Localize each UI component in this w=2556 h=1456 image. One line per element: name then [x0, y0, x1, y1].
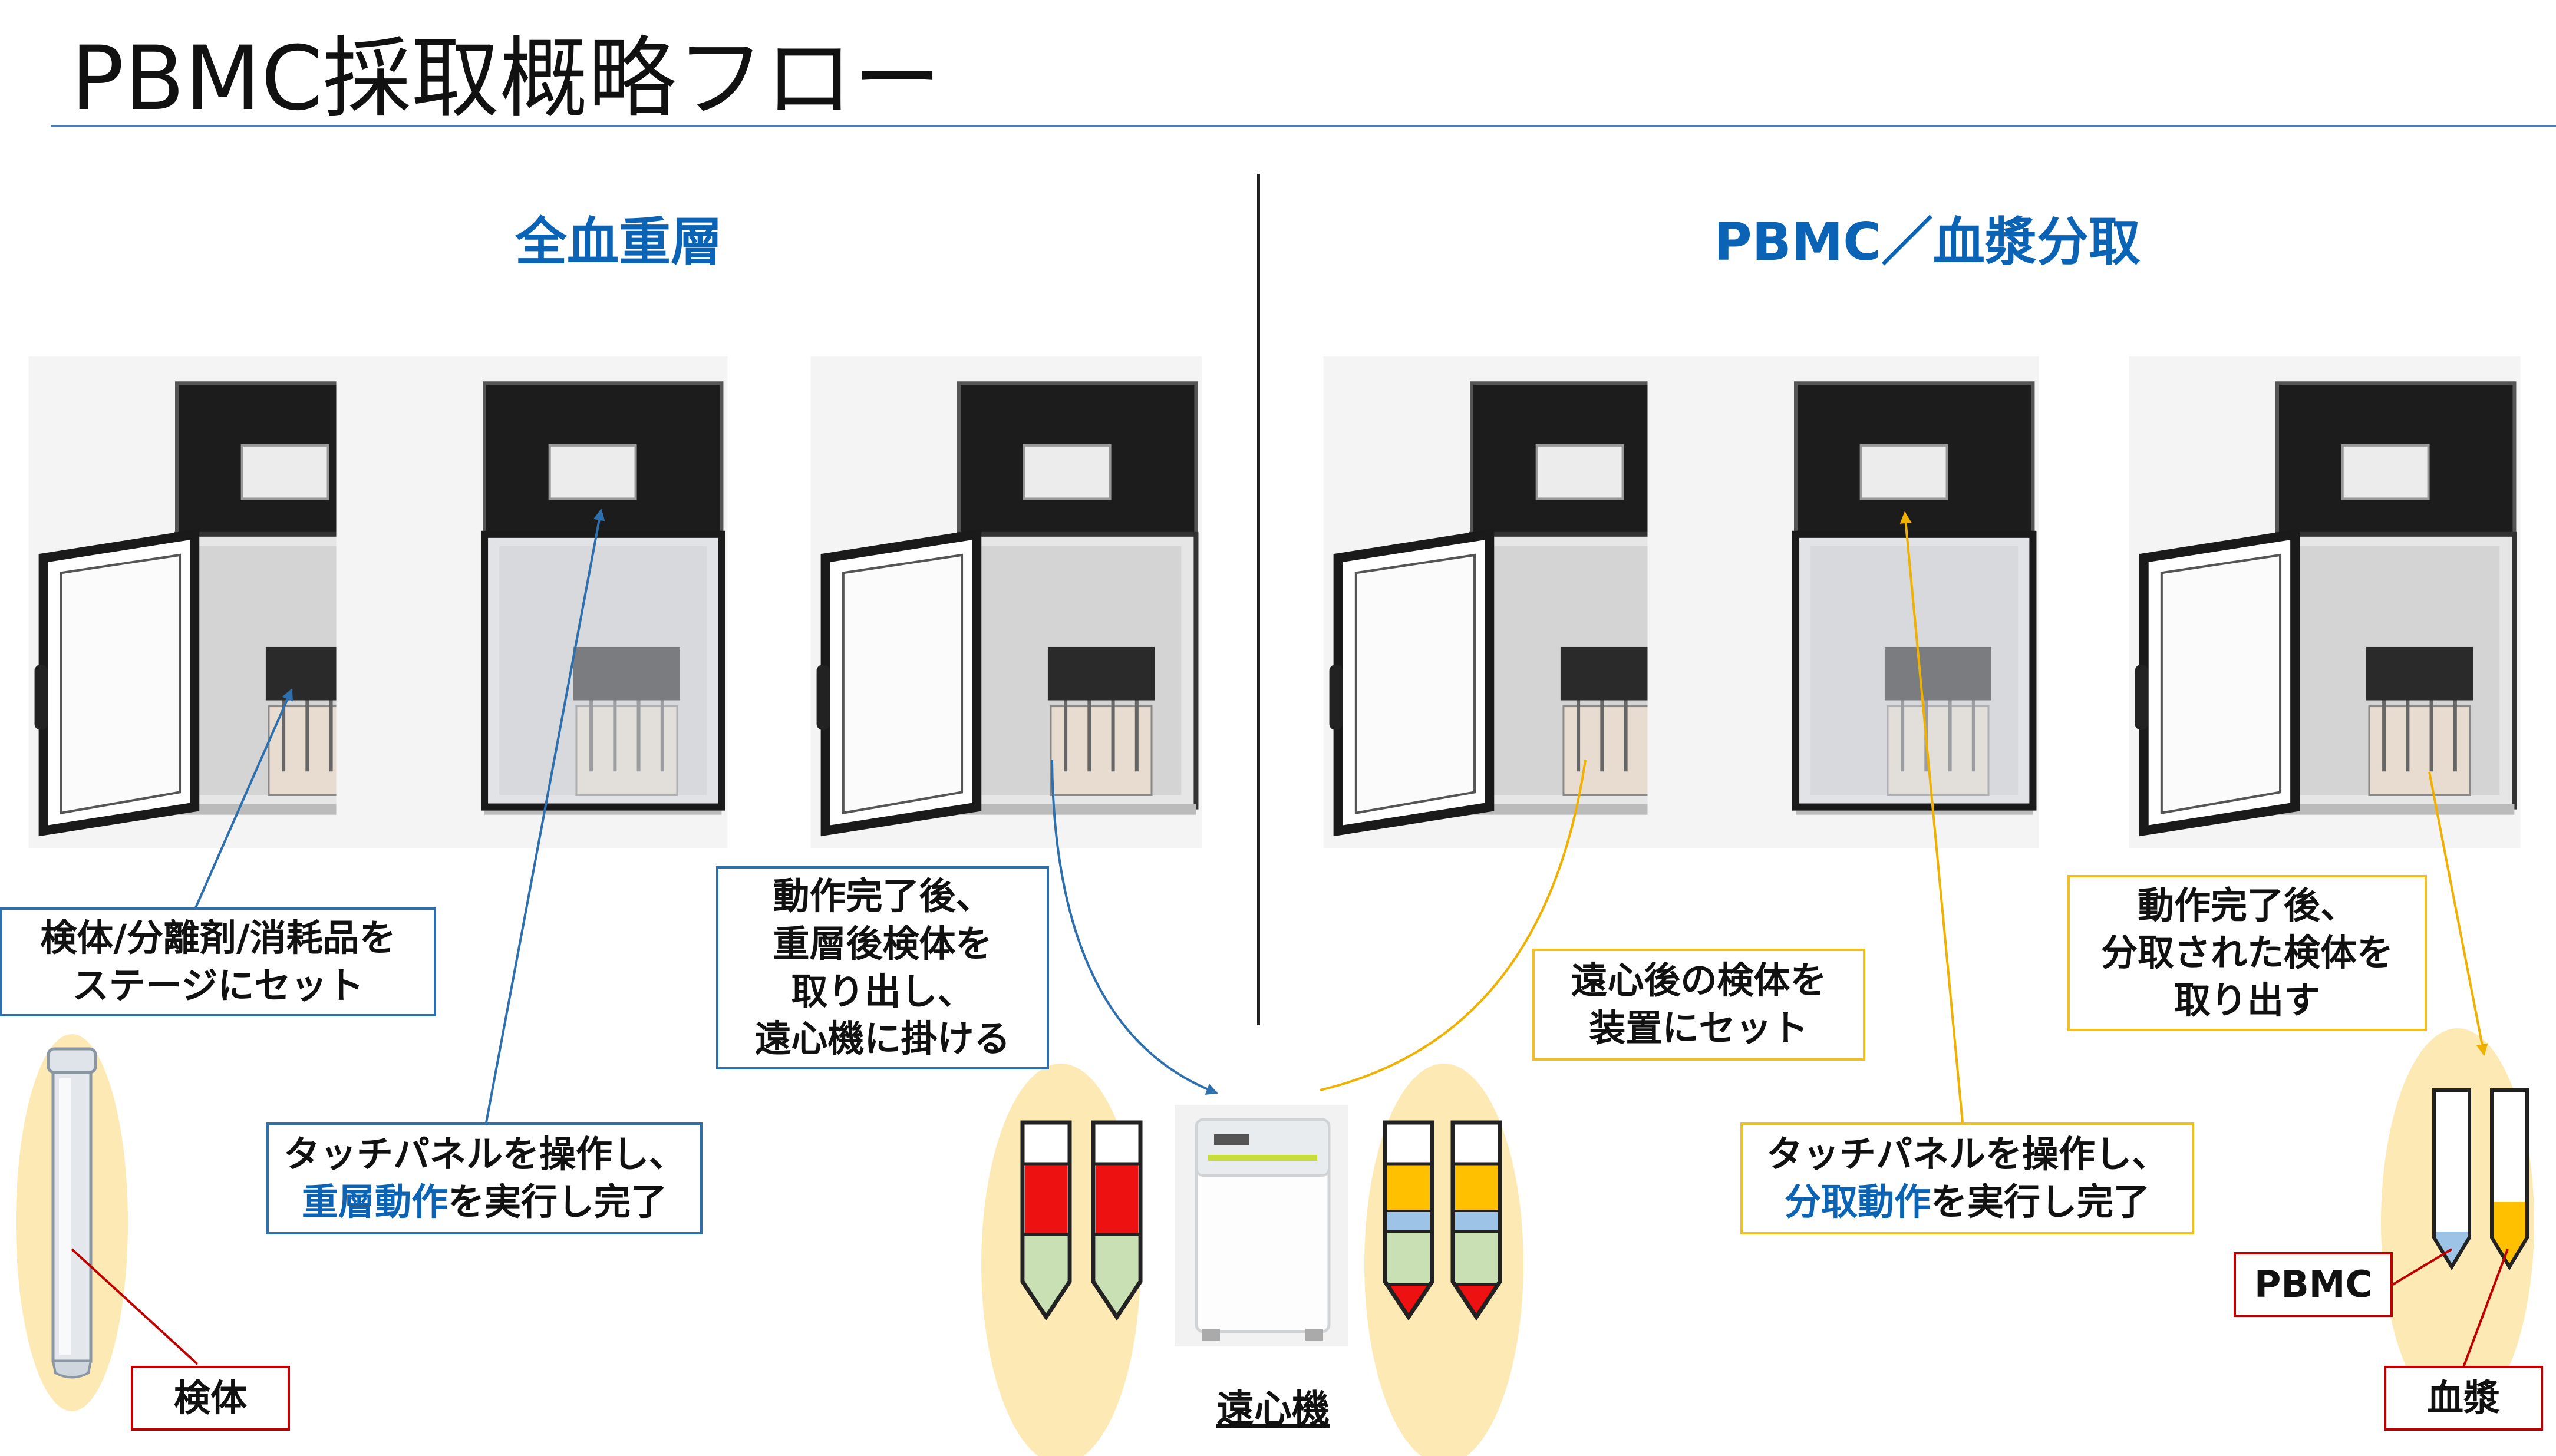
- callout-after-separation: 動作完了後、 分取された検体を 取り出す: [2067, 875, 2427, 1031]
- layered-tube-1: [1020, 1120, 1072, 1321]
- callout-line: 動作完了後、: [773, 874, 992, 918]
- callout-touch-panel-layering: タッチパネルを操作し、 重層動作を実行し完了: [266, 1122, 703, 1234]
- callout-touch-panel-separation: タッチパネルを操作し、 分取動作を実行し完了: [1740, 1122, 2194, 1234]
- centrifuge-caption: 遠心機: [1216, 1388, 1330, 1431]
- callout-line: 分取動作を実行し完了: [1785, 1178, 2150, 1226]
- callout-line: 取り出す: [2174, 978, 2320, 1022]
- callout-line: タッチパネルを操作し、: [1766, 1133, 2168, 1176]
- leader-pbmc-label: [2392, 1248, 2453, 1286]
- section-heading-layering: 全血重層: [515, 212, 723, 272]
- arrow-to-centrifuge: [1051, 760, 1218, 1095]
- leader-take-out: [2428, 771, 2488, 1056]
- centrifuged-tube-2: [1450, 1120, 1502, 1321]
- callout-line: タッチパネルを操作し、: [283, 1133, 685, 1176]
- plasma-tube: [2490, 1088, 2529, 1270]
- leader-touch-panel-2: [1899, 511, 1964, 1123]
- slide-title: PBMC採取概略フロー: [71, 28, 942, 130]
- arrow-from-centrifuge: [1320, 760, 1587, 1091]
- leader-plasma-label: [2462, 1249, 2509, 1368]
- highlight-separation-action: 分取動作: [1784, 1180, 1931, 1223]
- leader-touch-panel-1: [485, 509, 605, 1123]
- highlight-layering-action: 重層動作: [301, 1180, 448, 1223]
- label-pbmc: PBMC: [2234, 1252, 2393, 1317]
- callout-set-sample: 検体/分離剤/消耗品を ステージにセット: [0, 907, 436, 1016]
- callout-line: 重層動作を実行し完了: [302, 1178, 667, 1226]
- centrifuge-image: [1175, 1105, 1348, 1346]
- label-sample: 検体: [131, 1366, 290, 1431]
- callout-line: 遠心機に掛ける: [754, 1017, 1011, 1061]
- section-divider: [1257, 174, 1260, 1025]
- callout-after-centrifuge: 遠心後の検体を 装置にセット: [1532, 949, 1865, 1061]
- leader-sample-label: [71, 1248, 199, 1365]
- callout-line: ステージにセット: [72, 963, 364, 1007]
- label-plasma: 血漿: [2384, 1366, 2543, 1431]
- pbmc-tube: [2432, 1088, 2471, 1270]
- layered-tube-2: [1091, 1120, 1143, 1321]
- callout-line: 分取された検体を: [2100, 931, 2393, 975]
- sample-tube-icon: [47, 1047, 97, 1379]
- callout-line: 遠心後の検体を: [1571, 959, 1827, 1002]
- callout-text: を実行し完了: [448, 1180, 668, 1223]
- callout-line: 装置にセット: [1589, 1006, 1809, 1049]
- callout-line: 取り出し、: [791, 969, 974, 1013]
- callout-line: 動作完了後、: [2137, 883, 2357, 927]
- section-heading-separation: PBMC／血漿分取: [1714, 212, 2141, 272]
- callout-line: 検体/分離剤/消耗品を: [40, 916, 396, 959]
- callout-text: を実行し完了: [1931, 1180, 2151, 1223]
- leader-set-sample: [193, 688, 293, 911]
- callout-after-layering: 動作完了後、 重層後検体を 取り出し、 遠心機に掛ける: [716, 866, 1049, 1069]
- callout-line: 重層後検体を: [773, 922, 992, 965]
- title-rule: [51, 125, 2556, 127]
- centrifuged-tube-1: [1383, 1120, 1434, 1321]
